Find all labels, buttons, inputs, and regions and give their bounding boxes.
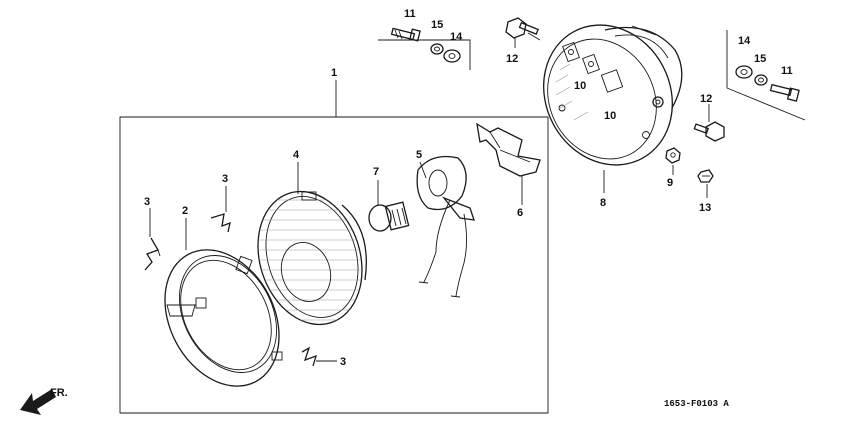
clip-3-left xyxy=(144,237,161,271)
label-part-10-upper: 10 xyxy=(574,80,586,92)
label-part-5: 5 xyxy=(416,149,422,161)
headlight-rim xyxy=(164,249,283,387)
washer-14-left xyxy=(443,49,461,63)
bulb-7 xyxy=(368,201,410,232)
leader-5 xyxy=(419,161,427,179)
fastener-group-right xyxy=(726,30,806,121)
headlight-lens-unit xyxy=(255,189,367,326)
bolt-12-upper xyxy=(505,17,541,41)
label-part-4: 4 xyxy=(293,149,300,161)
socket-5 xyxy=(416,155,475,298)
label-part-6: 6 xyxy=(517,207,523,219)
screw-13 xyxy=(697,169,714,183)
bolt-11-right xyxy=(769,83,800,102)
bolt-12-lower xyxy=(693,121,725,142)
label-part-14-left: 14 xyxy=(450,31,463,43)
label-part-10-lower: 10 xyxy=(604,110,616,122)
fastener-group-left xyxy=(378,27,471,70)
headlight-case xyxy=(543,24,683,166)
direction-label: FR. xyxy=(50,387,68,399)
label-part-3-top: 3 xyxy=(222,173,228,185)
nut-9 xyxy=(665,147,681,164)
label-part-2: 2 xyxy=(182,205,188,217)
label-part-9: 9 xyxy=(667,177,673,189)
drawing-code: 1653-F0103 A xyxy=(664,399,729,409)
clip-3-bottom xyxy=(301,346,317,367)
washer-15-left xyxy=(430,43,444,55)
bolt-11-left xyxy=(390,27,421,42)
label-part-7: 7 xyxy=(373,166,379,178)
label-part-15-right: 15 xyxy=(754,53,766,65)
clip-3-top xyxy=(210,213,231,233)
assembly-frame xyxy=(119,116,549,414)
label-part-11-left: 11 xyxy=(404,8,416,20)
label-part-12-upper: 12 xyxy=(506,53,518,65)
bracket-6 xyxy=(476,122,541,177)
label-part-3-bottom: 3 xyxy=(340,356,346,368)
label-part-13: 13 xyxy=(699,202,711,214)
front-direction-arrow-icon xyxy=(20,389,56,415)
label-part-11-right: 11 xyxy=(781,65,793,77)
washer-14-right xyxy=(735,65,753,79)
label-part-1: 1 xyxy=(331,67,337,79)
label-part-15-left: 15 xyxy=(431,19,443,31)
washer-15-right xyxy=(754,74,768,86)
label-part-14-right: 14 xyxy=(738,35,751,47)
label-part-12-lower: 12 xyxy=(700,93,712,105)
label-part-3-left: 3 xyxy=(144,196,150,208)
label-part-8: 8 xyxy=(600,197,606,209)
